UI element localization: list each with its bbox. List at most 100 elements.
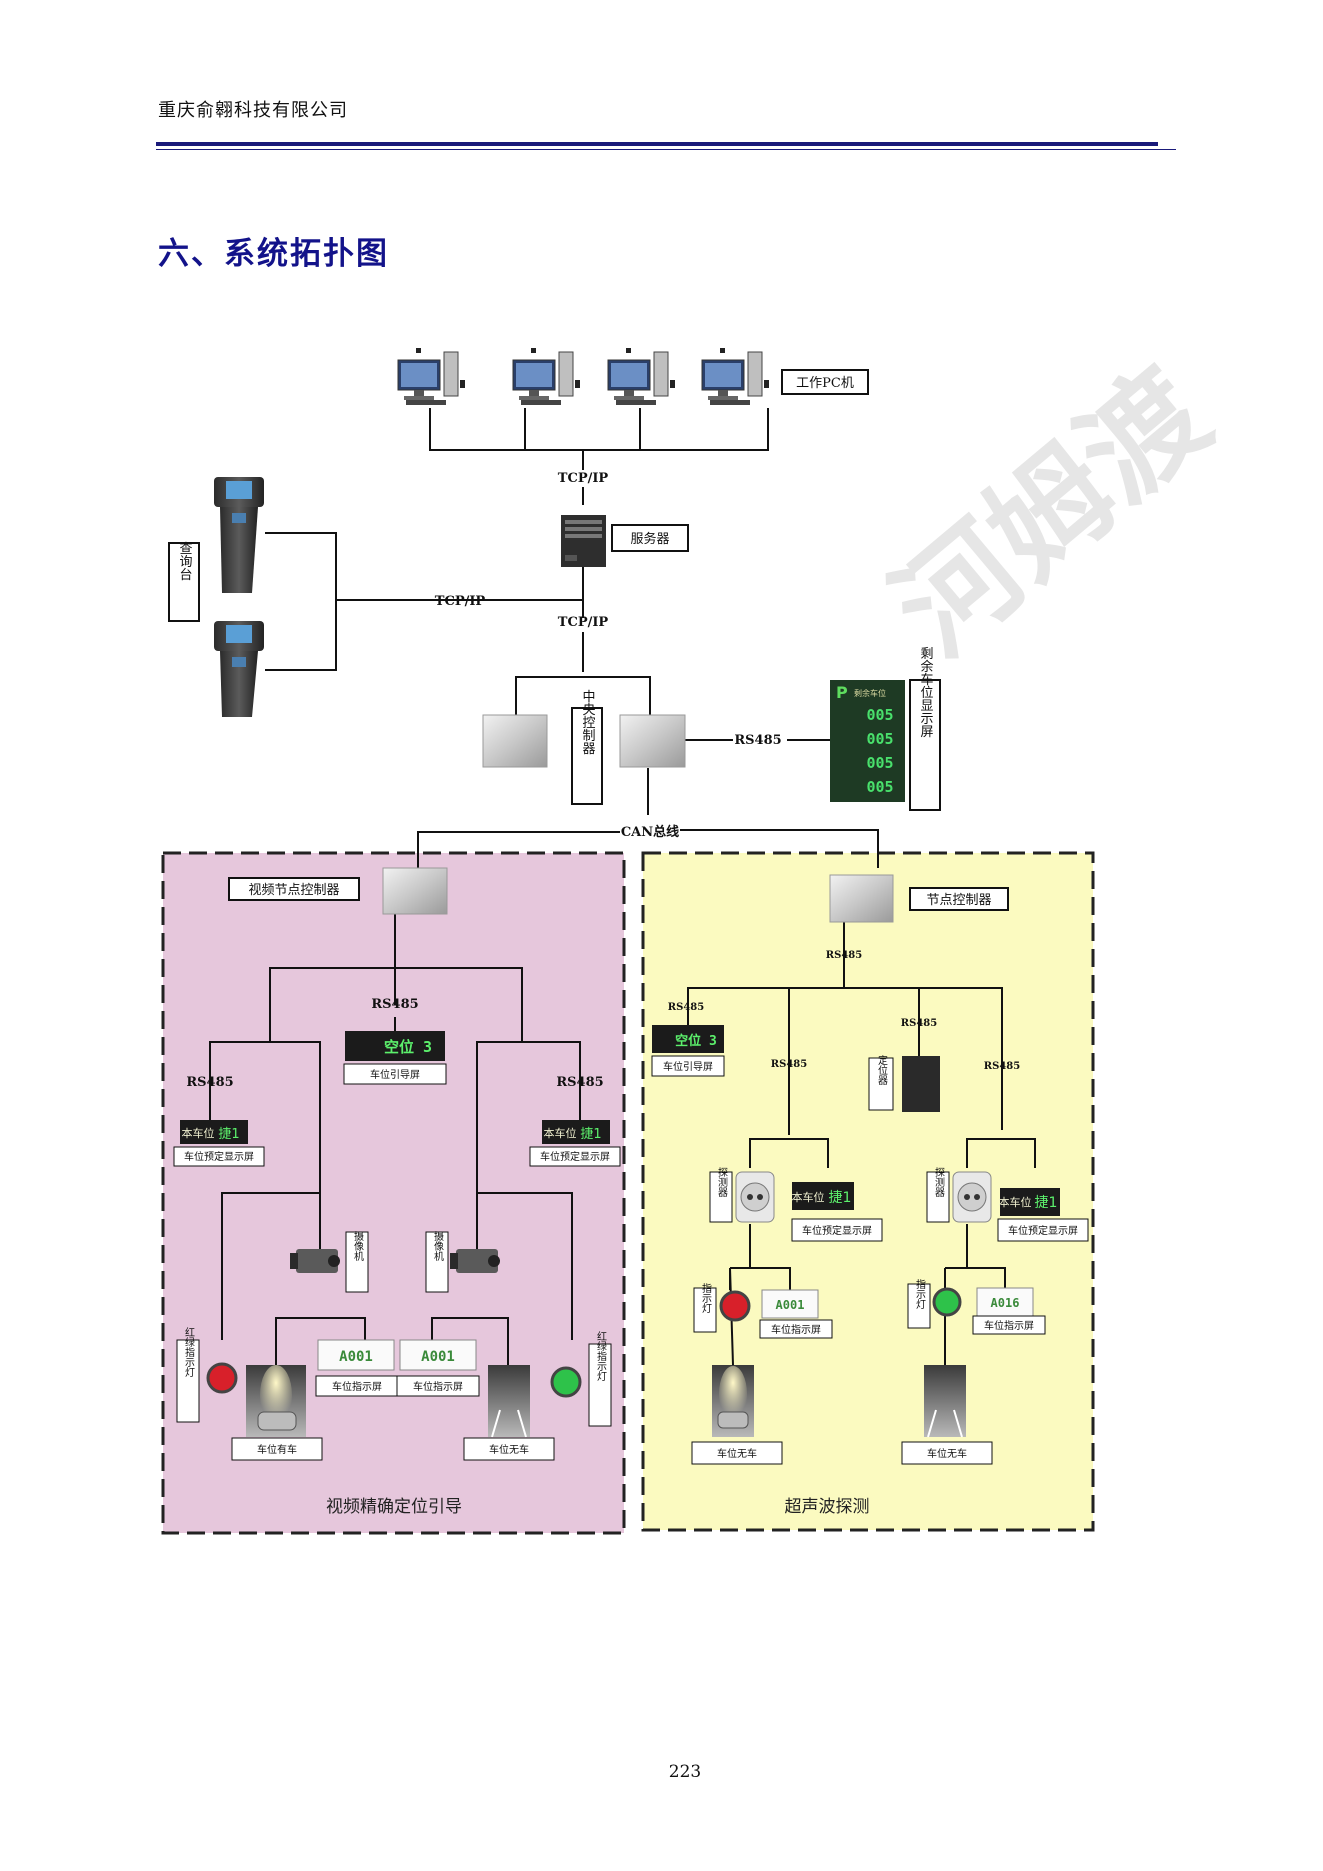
pc-workstation: [512, 348, 580, 405]
right-camera-label-box: [425, 1231, 449, 1293]
remaining-value-3: 005: [866, 754, 893, 772]
right-zone-left-reserve-plate: 捷1: [829, 1190, 852, 1206]
right-zone-right-light-label: 指示灯: [914, 1278, 926, 1310]
green-light-icon: [932, 1287, 962, 1317]
locator-label: 定位器: [876, 1054, 888, 1086]
right-light-label-box: [588, 1343, 612, 1427]
right-zone-right-indicator-label: 车位指示屏: [984, 1319, 1034, 1332]
left-rs485-left: RS485: [186, 1075, 233, 1090]
parking-space-occupied-icon: [246, 1365, 306, 1437]
video-node-controller: [382, 867, 448, 915]
kiosk-icon: [214, 621, 264, 717]
right-zone-title: 超声波探测: [785, 1497, 870, 1517]
central-label-box: [571, 707, 603, 805]
server-label-box: [611, 524, 689, 552]
right-zone-left-space-label: 车位无车: [717, 1447, 757, 1460]
left-light-label: 红绿指示灯: [183, 1326, 195, 1378]
left-camera-label: 摄像机: [352, 1230, 364, 1262]
remaining-value-1: 005: [866, 706, 893, 724]
left-detector-label: 探测器: [716, 1166, 728, 1198]
left-zone-title: 视频精确定位引导: [326, 1497, 462, 1517]
pc-label-box: [781, 369, 869, 395]
header-rule-thin: [156, 149, 1176, 150]
pc-workstation: [607, 348, 675, 405]
node-controller: [829, 874, 894, 923]
pc-workstation: [397, 348, 465, 405]
server-label: 服务器: [630, 531, 669, 547]
right-reserve-label: 车位预定显示屏: [540, 1150, 610, 1163]
query-label: 查询台: [177, 542, 193, 581]
remaining-value-2: 005: [866, 730, 893, 748]
right-zone-right-reserve-text: 本车位: [999, 1195, 1032, 1209]
right-light-label: 红绿指示灯: [595, 1330, 607, 1382]
remaining-spaces-panel: P 剩余车位 005 005 005 005: [830, 680, 905, 802]
tcpip-left-label: TCP/IP: [435, 594, 486, 609]
left-camera-label-box: [345, 1231, 369, 1293]
locator-device: [902, 1056, 940, 1112]
right-zone-right-reserve-plate: 捷1: [1035, 1195, 1058, 1211]
can-bus-label: CAN总线: [621, 824, 679, 840]
video-node-label: 视频节点控制器: [248, 883, 339, 898]
left-rs485-right: RS485: [556, 1075, 603, 1090]
left-indicator-label: 车位指示屏: [332, 1380, 382, 1393]
svg-text:P: P: [836, 683, 848, 702]
right-zone-left-reserve-label: 车位预定显示屏: [802, 1224, 872, 1237]
left-guide-screen: 空位 3: [384, 1038, 432, 1056]
left-reserve-label: 车位预定显示屏: [184, 1150, 254, 1163]
pc-label: 工作PC机: [796, 376, 854, 391]
right-rs485-b: RS485: [984, 1061, 1020, 1072]
central-controller-a: [482, 714, 548, 768]
right-reserve-text: 本车位: [544, 1126, 577, 1140]
right-space-label: 车位无车: [489, 1443, 529, 1456]
left-space-label: 车位有车: [257, 1443, 297, 1456]
right-camera-label: 摄像机: [432, 1230, 444, 1262]
right-zone-left-indicator-label: 车位指示屏: [771, 1323, 821, 1336]
rs485-main-label: RS485: [734, 733, 781, 748]
left-rs485-top: RS485: [371, 997, 418, 1012]
parking-space-empty-icon: [488, 1365, 530, 1438]
page-number: 223: [668, 1762, 702, 1782]
green-light-icon: [550, 1366, 582, 1398]
left-zone: 视频节点控制器 RS485 RS485 RS485 空位 3 车位引导屏 本车位…: [173, 867, 621, 1517]
right-reserve-plate: 捷1: [580, 1127, 601, 1142]
left-detector-label-box: [709, 1171, 733, 1223]
right-rs485-a: RS485: [771, 1059, 807, 1070]
header-company-name: 重庆俞翱科技有限公司: [158, 100, 348, 121]
server-icon: [561, 515, 606, 567]
network-wires: [265, 408, 879, 870]
watermark: 河姆渡: [869, 344, 1234, 682]
remaining-value-4: 005: [866, 778, 893, 796]
left-indicator-screen: A001: [339, 1349, 373, 1365]
camera-icon: [450, 1249, 500, 1273]
right-zone-left-light-label-box: [693, 1287, 717, 1333]
red-light-icon: [719, 1290, 751, 1322]
right-rs485-node: RS485: [826, 950, 862, 961]
central-label: 中央控制器: [580, 690, 596, 756]
right-zone-right-light-label-box: [907, 1283, 931, 1329]
parking-space-empty-icon: [712, 1365, 754, 1437]
remaining-panel-title: 剩余车位: [854, 688, 886, 698]
left-light-label-box: [176, 1339, 200, 1423]
parking-space-empty-icon: [924, 1365, 966, 1438]
right-guide-screen-label: 车位引导屏: [663, 1060, 713, 1073]
right-indicator-screen: A001: [421, 1349, 455, 1365]
right-indicator-label: 车位指示屏: [413, 1380, 463, 1393]
detector-icon: [952, 1171, 992, 1223]
right-zone: 节点控制器 RS485 RS485 RS485 RS485 RS485 空位 3…: [651, 874, 1089, 1517]
detector-icon: [735, 1171, 775, 1223]
node-label: 节点控制器: [926, 893, 991, 908]
kiosk-icon: [214, 477, 264, 593]
remaining-label-box: [909, 679, 941, 811]
locator-label-box: [868, 1057, 894, 1111]
header-rule: [156, 142, 1158, 146]
left-reserve-plate: 捷1: [218, 1127, 239, 1142]
right-zone-left-indicator-screen: A001: [776, 1298, 805, 1312]
right-guide-screen: 空位 3: [675, 1033, 717, 1049]
right-zone-left-light-label: 指示灯: [700, 1282, 712, 1314]
tcpip-top-label: TCP/IP: [558, 471, 609, 486]
right-detector-label: 探测器: [933, 1166, 945, 1198]
svg-text:河姆渡: 河姆渡: [869, 344, 1234, 682]
right-zone-right-space-label: 车位无车: [927, 1447, 967, 1460]
left-guide-screen-label: 车位引导屏: [370, 1068, 420, 1081]
camera-icon: [290, 1249, 340, 1273]
